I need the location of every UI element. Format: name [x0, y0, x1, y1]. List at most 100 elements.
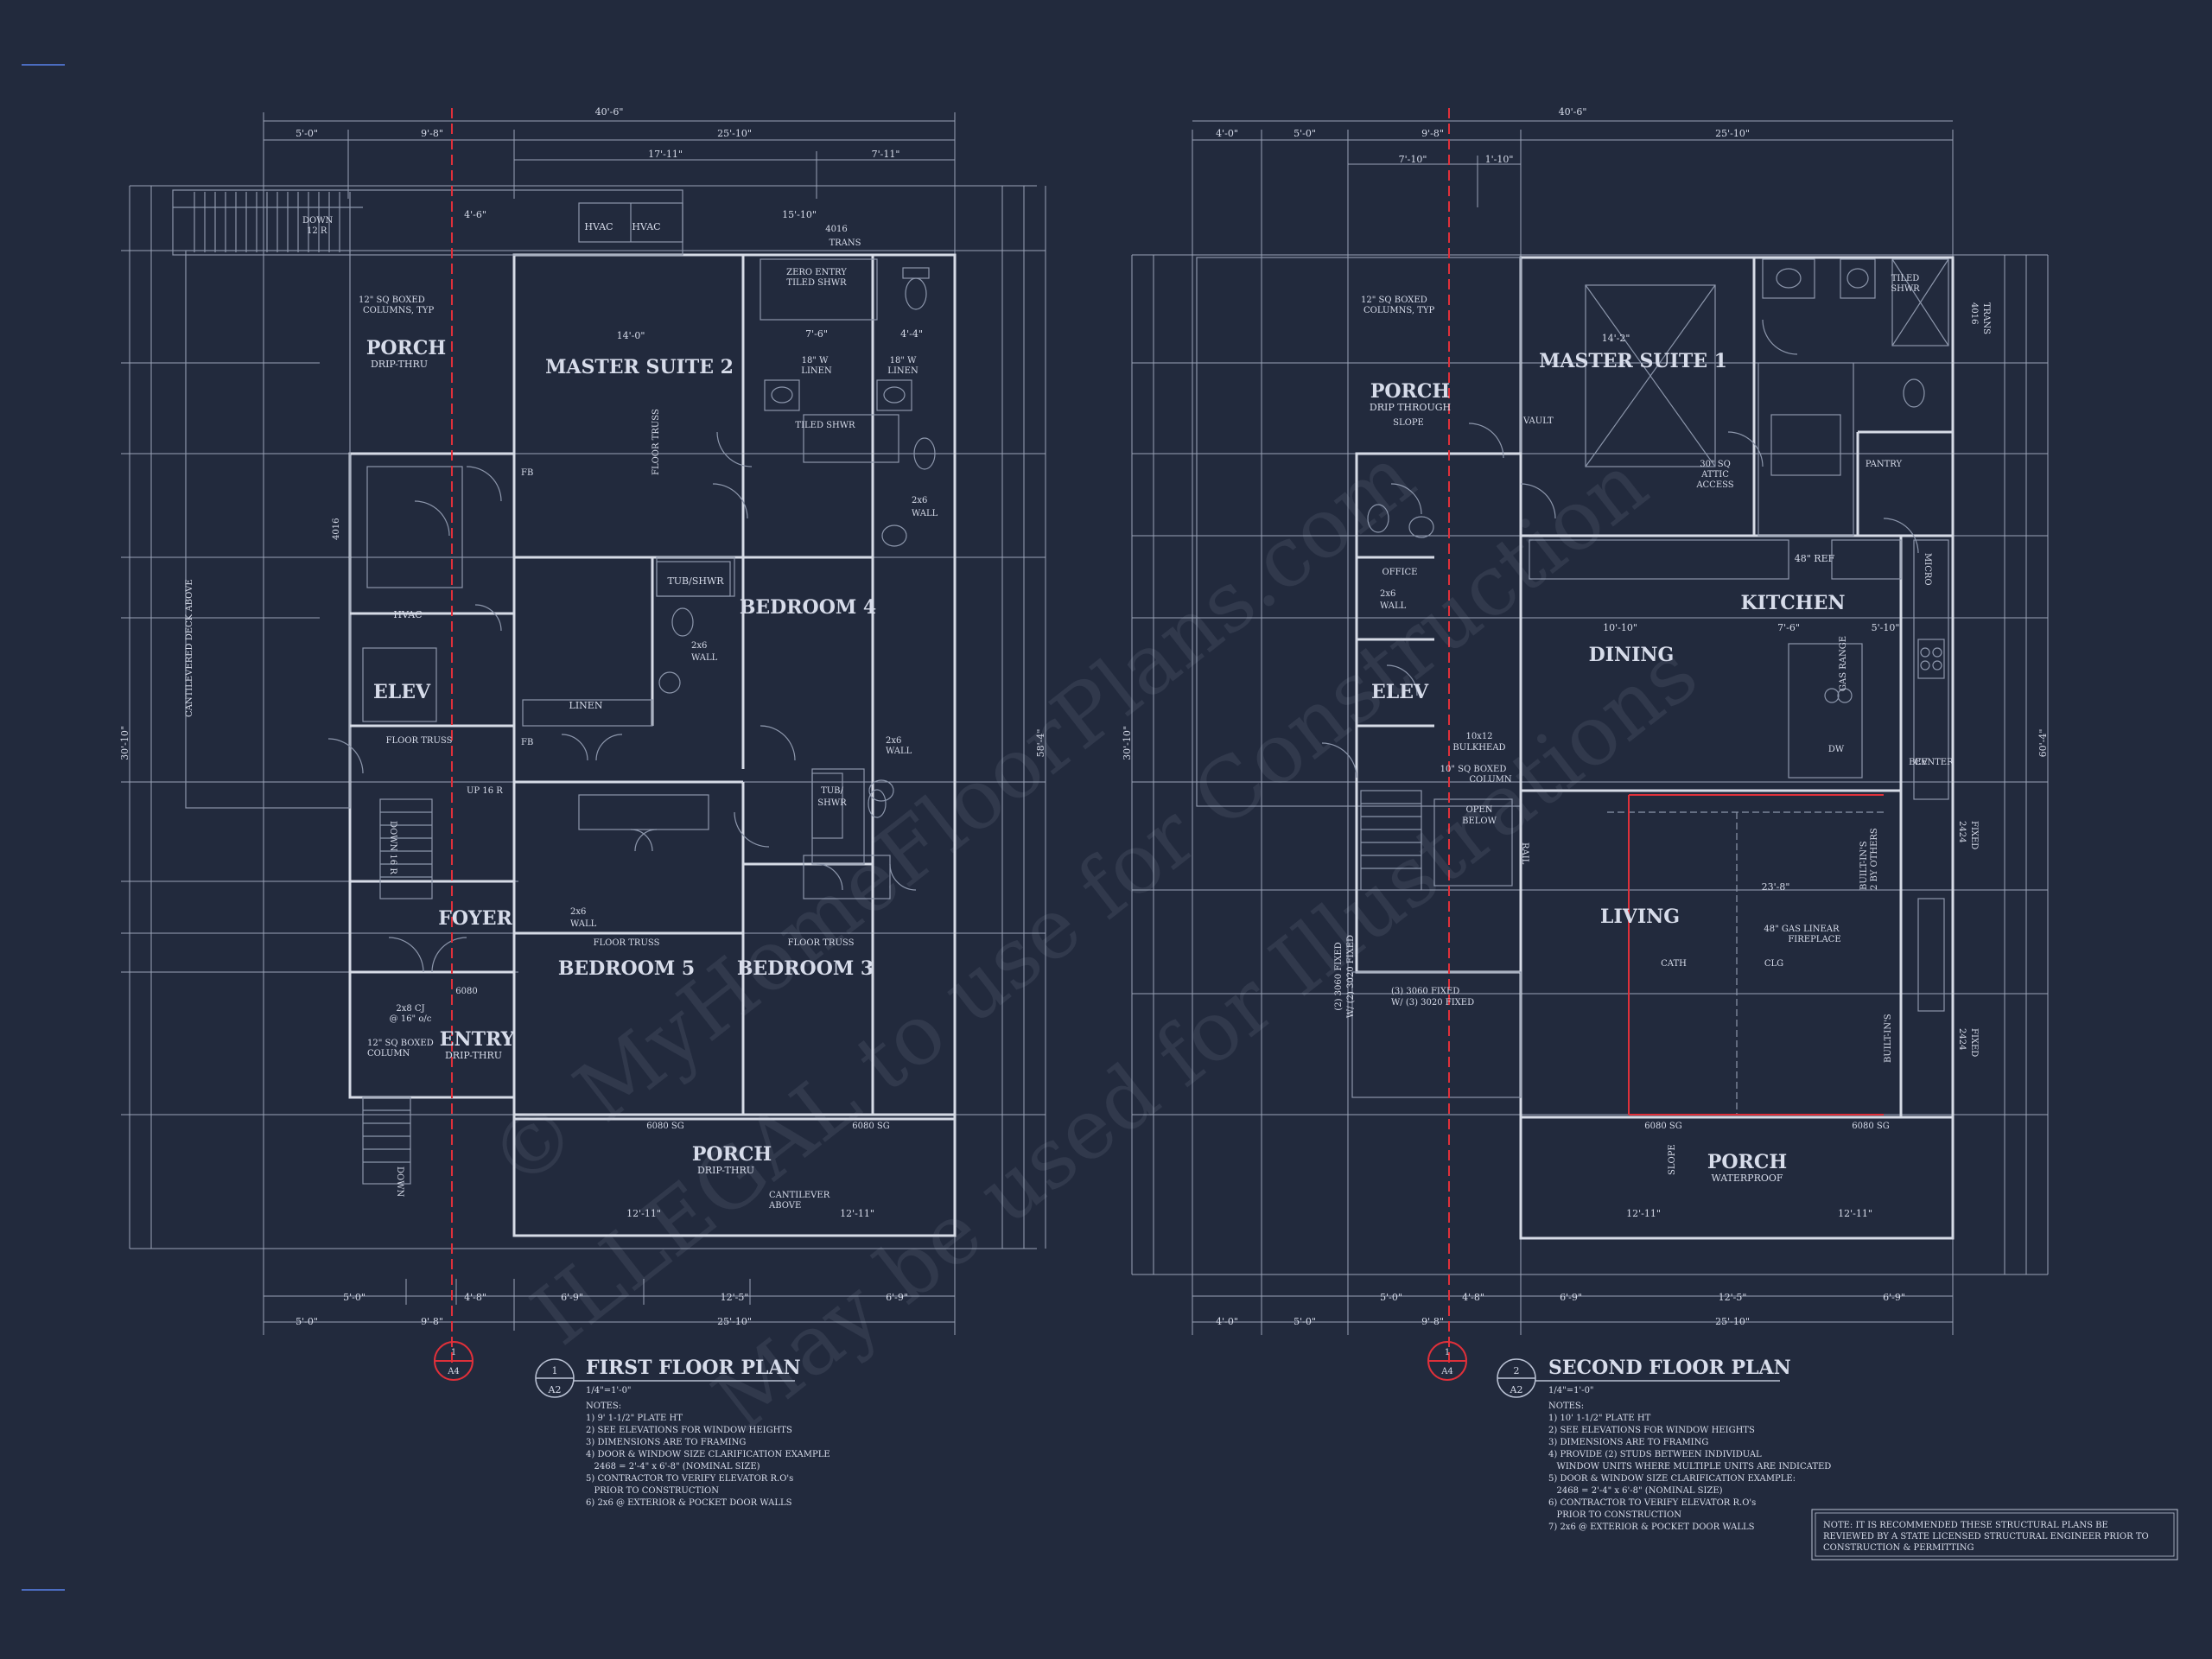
first-dim: 12'-11": [626, 1208, 661, 1219]
first-fixtures: [656, 258, 936, 839]
first-note: 3) DIMENSIONS ARE TO FRAMING: [586, 1438, 746, 1447]
first-label: 12 R: [307, 226, 327, 236]
first-dim: 25'-10": [717, 1316, 752, 1327]
second-label: CENTER: [1914, 758, 1954, 767]
first-label: 2x6: [570, 907, 586, 917]
second-label: MICRO: [1923, 553, 1932, 586]
second-dim: 6'-9": [1560, 1292, 1582, 1303]
second-dim: 5'-0": [1294, 1316, 1316, 1327]
second-label: 4016: [1969, 302, 1979, 324]
second-label: BUILT-IN'S: [1884, 1014, 1893, 1063]
first-bedroom-5-label: BEDROOM 5: [558, 957, 695, 980]
first-label: CANTILEVER: [769, 1191, 830, 1200]
second-label: TILED: [1891, 274, 1920, 283]
second-office-label: OFFICE: [1382, 568, 1418, 577]
second-note: 3) DIMENSIONS ARE TO FRAMING: [1548, 1438, 1708, 1447]
second-dim: 9'-8": [1421, 128, 1444, 139]
first-label: 2x6: [886, 736, 901, 746]
second-dim: 5'-0": [1294, 128, 1316, 139]
second-label: OPEN: [1466, 805, 1493, 815]
second-label: SLOPE: [1668, 1144, 1677, 1175]
first-label: COLUMN: [367, 1049, 410, 1058]
second-dim: 25'-10": [1715, 128, 1750, 139]
first-note: 5) CONTRACTOR TO VERIFY ELEVATOR R.O's: [586, 1474, 793, 1484]
first-label: FLOOR TRUSS: [386, 736, 453, 746]
second-label: 48" GAS LINEAR: [1764, 925, 1840, 934]
first-label: TILED SHWR: [795, 421, 855, 430]
second-dim: 5'-10": [1872, 622, 1900, 633]
first-dim: 5'-0": [343, 1292, 365, 1303]
second-label: CATH: [1661, 959, 1687, 969]
first-floor-plan: [121, 108, 1046, 1381]
second-plan-number: 2: [1514, 1365, 1520, 1376]
structural-note: NOTE: IT IS RECOMMENDED THESE STRUCTURAL…: [1811, 1509, 2178, 1560]
second-label: 12" SQ BOXED: [1361, 296, 1427, 305]
second-porch-bottom-label: PORCH: [1707, 1151, 1787, 1173]
first-walls: [172, 189, 957, 1237]
first-label: HVAC: [584, 221, 613, 232]
first-title-block: 1 A2 FIRST FLOOR PLAN 1/4"=1'-0" NOTES: …: [535, 1357, 830, 1508]
first-dim: 7'-11": [872, 149, 900, 160]
second-label: SHWR: [1891, 284, 1920, 294]
second-dim: 1'-10": [1485, 154, 1514, 165]
second-label: GAS RANGE: [1839, 636, 1848, 691]
first-note: 2468 = 2'-4" x 6'-8" (NOMINAL SIZE): [586, 1462, 760, 1471]
first-porch-top-label: PORCH: [366, 337, 446, 359]
structural-note-line: REVIEWED BY A STATE LICENSED STRUCTURAL …: [1823, 1532, 2149, 1541]
second-dim: 25'-10": [1715, 1316, 1750, 1327]
second-label: SLOPE: [1393, 418, 1424, 428]
second-note: 4) PROVIDE (2) STUDS BETWEEN INDIVIDUAL: [1548, 1450, 1762, 1459]
second-label: VAULT: [1522, 416, 1554, 426]
second-dim: 9'-8": [1421, 1316, 1444, 1327]
first-note: PRIOR TO CONSTRUCTION: [586, 1486, 719, 1496]
first-dim: 4'-4": [900, 328, 923, 340]
first-entry-label: ENTRY: [440, 1028, 515, 1051]
first-elevator-label: ELEV: [373, 681, 431, 703]
second-label: (2) 3060 FIXED: [1334, 942, 1344, 1010]
second-dim: 12'-11": [1626, 1208, 1661, 1219]
second-elevator-label: ELEV: [1371, 681, 1429, 703]
second-dim: 60'-4": [2037, 729, 2049, 758]
second-label: BEV: [1909, 758, 1929, 767]
second-label: 2 BY OTHERS: [1870, 828, 1879, 890]
second-marker-num: 1: [1445, 1348, 1450, 1357]
first-dim: 7'-6": [805, 328, 828, 340]
first-label: FLOOR TRUSS: [594, 938, 660, 948]
first-label: TUB/SHWR: [667, 575, 724, 587]
first-porch-bottom-sub: DRIP-THRU: [697, 1165, 754, 1176]
first-dim: 5'-0": [296, 1316, 318, 1327]
first-plan-scale: 1/4"=1'-0": [586, 1386, 632, 1395]
first-label: 2x6: [912, 496, 927, 505]
second-label: 48" REF: [1795, 553, 1835, 564]
first-marker-num: 1: [451, 1348, 456, 1357]
first-label: COLUMNS, TYP: [363, 306, 434, 315]
first-dim: 15'-10": [782, 209, 817, 220]
first-dim: 9'-8": [421, 1316, 443, 1327]
second-label: 2424: [1957, 821, 1967, 842]
second-note: WINDOW UNITS WHERE MULTIPLE UNITS ARE IN…: [1548, 1462, 1831, 1471]
first-dim: 4'-6": [464, 209, 486, 220]
first-label: HVAC: [393, 609, 422, 620]
watermark-line: ILLEGAL to use for Construction: [514, 435, 1664, 1363]
first-label: LINEN: [569, 700, 603, 711]
first-entry-sub: DRIP-THRU: [445, 1050, 502, 1061]
first-label: LINEN: [801, 366, 832, 376]
second-label: BUILT-IN'S: [1859, 841, 1869, 890]
first-dim: 12'-11": [840, 1208, 874, 1219]
first-label: 12" SQ BOXED: [367, 1039, 434, 1048]
first-label: @ 16" o/c: [390, 1014, 432, 1024]
first-bedroom-4-label: BEDROOM 4: [740, 596, 876, 619]
first-dim: 14'-0": [617, 330, 645, 341]
second-plan-title: SECOND FLOOR PLAN: [1548, 1357, 1791, 1379]
first-dim: 6'-9": [886, 1292, 908, 1303]
first-plan-number: 1: [552, 1365, 558, 1376]
first-label: UP 16 R: [467, 786, 503, 796]
second-label: 10" SQ BOXED: [1440, 765, 1507, 774]
first-label: WALL: [570, 919, 597, 929]
first-label: 18" W: [802, 356, 830, 365]
first-plan-title: FIRST FLOOR PLAN: [586, 1357, 801, 1379]
second-kitchen-label: KITCHEN: [1741, 592, 1846, 614]
second-label: 6080 SG: [1852, 1122, 1889, 1131]
first-marker-sheet: A4: [447, 1367, 460, 1376]
